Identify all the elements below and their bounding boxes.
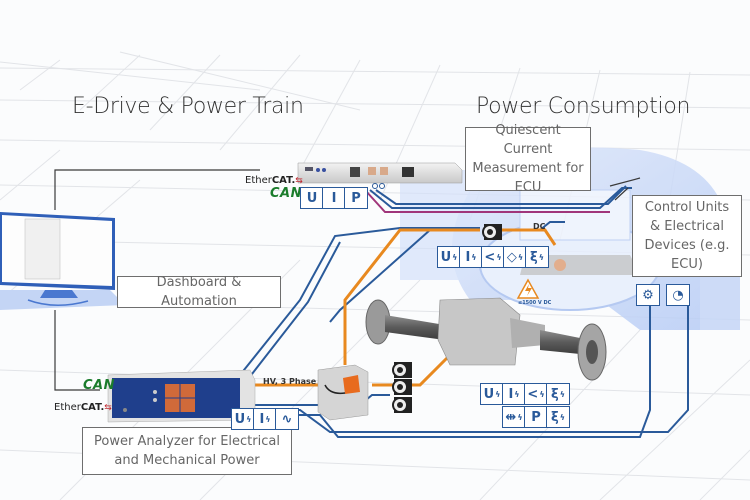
quantity-symbol: U — [440, 249, 452, 265]
quantity-current-icon: I — [322, 187, 346, 209]
quantity-voltage-icon: U — [300, 187, 324, 209]
engine-icon: ⚙ — [636, 284, 660, 306]
quiescent-current-wire — [364, 189, 610, 213]
inverter-device — [317, 364, 369, 421]
lightning-icon: ϟ — [559, 412, 565, 422]
quantity-power-icon: P — [524, 406, 548, 428]
can-logo-bottom: CAN — [83, 378, 115, 393]
quantity-phase-angle-icon: <ϟ — [481, 246, 505, 268]
lightning-icon: ϟ — [452, 252, 458, 262]
quantity-symbol: < — [484, 249, 496, 265]
quantity-symbol: P — [531, 409, 541, 425]
quantity-efficiency-icon: ◇ϟ — [503, 246, 527, 268]
ethercat-arrow-icon: ⇆ — [104, 403, 112, 413]
quantity-symbol: U — [483, 386, 495, 402]
quantity-waveform-icon: ∿ — [275, 408, 299, 430]
quantity-symbol: U — [234, 411, 246, 427]
ethercat-prefix: Ether — [245, 175, 272, 186]
communication-wires — [54, 169, 641, 391]
ethercat-logo-top: EtherCAT.⇆ — [245, 175, 303, 186]
quantity-symbol: I — [465, 249, 471, 265]
current-sensors — [392, 224, 502, 413]
power-analyzer-device — [107, 369, 256, 423]
quantity-symbol: U — [306, 190, 318, 206]
dashboard-automation-label: Dashboard & Automation — [117, 275, 281, 309]
dc-line-label: DC — [533, 222, 546, 231]
lightning-icon: ϟ — [265, 414, 271, 424]
quantity-symbol: P — [351, 190, 361, 206]
ethercat-suffix: CAT. — [80, 402, 105, 413]
lightning-icon: ϟ — [471, 252, 477, 262]
lightning-icon: ϟ — [517, 412, 523, 422]
quantity-symbol: ⇹ — [505, 409, 517, 425]
ethercat-prefix: Ether — [54, 402, 81, 413]
e-axle — [365, 297, 607, 381]
lightning-icon: ϟ — [538, 252, 544, 262]
dashboard-computer — [0, 212, 125, 310]
voltage-rating-label: ≤1500 V DC — [518, 300, 552, 306]
lightning-icon: ϟ — [559, 389, 565, 399]
ethercat-logo-bottom: EtherCAT.⇆ — [54, 402, 112, 413]
quantity-symbol: I — [259, 411, 265, 427]
ethercat-suffix: CAT. — [271, 175, 296, 186]
quantity-symbol: ξ — [530, 249, 538, 265]
quantity-insulation-icon: ⇹ϟ — [502, 406, 526, 428]
power-analyzer-label: Power Analyzer for Electrical and Mechan… — [82, 427, 292, 475]
quiescent-current-meter-device — [297, 162, 463, 189]
gauge-icon: ◔ — [666, 284, 690, 306]
control-units-label: Control Units & Electrical Devices (e.g.… — [632, 195, 742, 277]
can-logo-top: CAN — [270, 186, 302, 201]
lightning-icon: ϟ — [539, 389, 545, 399]
hv-3-phase-label: HV, 3 Phase — [263, 377, 317, 386]
quantity-symbol: ◇ — [506, 249, 517, 265]
quantity-symbol: I — [331, 190, 337, 206]
quantity-symbol: ∿ — [281, 411, 293, 427]
quantity-phase-angle-icon: <ϟ — [524, 383, 548, 405]
quantity-symbol: < — [527, 386, 539, 402]
ethercat-arrow-icon: ⇆ — [295, 176, 303, 186]
lightning-icon: ϟ — [514, 389, 520, 399]
quantity-symbol: ξ — [551, 386, 559, 402]
section-title-power-consumption: Power Consumption — [476, 94, 691, 119]
quiescent-current-label: Quiescent Current Measurement for ECU — [465, 123, 591, 195]
quantity-power-icon: P — [344, 187, 368, 209]
quantity-symbol: I — [508, 386, 514, 402]
lightning-icon: ϟ — [496, 252, 502, 262]
section-title-e-drive: E-Drive & Power Train — [72, 94, 304, 119]
quantity-symbol: ξ — [551, 409, 559, 425]
high-voltage-warning-icon — [516, 278, 540, 299]
lightning-icon: ϟ — [246, 414, 252, 424]
lightning-icon: ϟ — [495, 389, 501, 399]
lightning-icon: ϟ — [517, 252, 524, 262]
